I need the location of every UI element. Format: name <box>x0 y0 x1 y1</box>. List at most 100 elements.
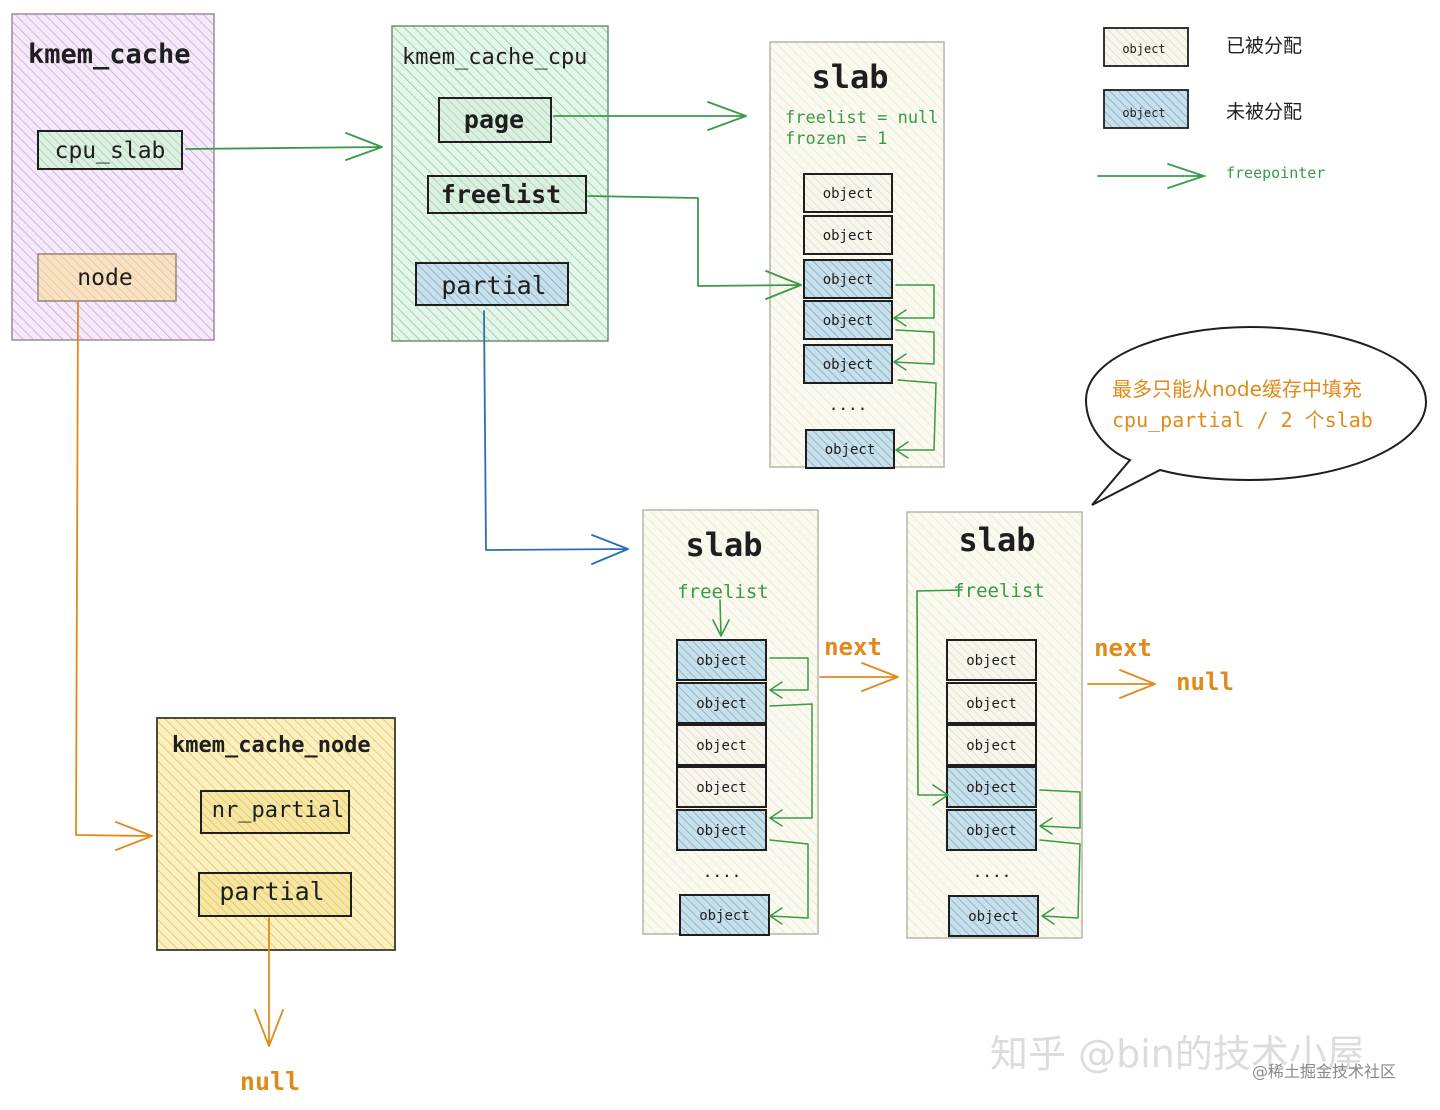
object-allocated: object <box>676 724 767 766</box>
partial-slab-2-freelist: freelist <box>953 580 1045 602</box>
object-label: object <box>699 908 750 924</box>
slab2-next-label: next <box>1094 634 1152 662</box>
cpu-slab-freelist-null: freelist = null <box>785 108 939 128</box>
slab2-null-label: null <box>1176 668 1234 696</box>
legend-free-object: object <box>1122 106 1165 120</box>
legend-allocated: object 已被分配 <box>1103 27 1302 67</box>
cpu-chain-1 <box>893 284 935 327</box>
p2-chain-1 <box>1039 789 1081 835</box>
partial-slab-1-box: slab freelist objectobjectobjectobjectob… <box>642 509 819 936</box>
object-label: object <box>966 696 1017 712</box>
p1-chain-2 <box>769 703 813 827</box>
watermark: 知乎 @bin的技术小屋 @稀土掘金技术社区 <box>990 1032 1396 1081</box>
cpu-slab-frozen: frozen = 1 <box>785 129 887 149</box>
object-free: object <box>948 895 1039 937</box>
object-label: object <box>696 738 747 754</box>
object-label: object <box>823 272 874 288</box>
object-label: object <box>696 696 747 712</box>
object-label: object <box>823 313 874 329</box>
kmem-cache-node-title: kmem_cache_node <box>172 733 371 758</box>
watermark-main: 知乎 @bin的技术小屋 <box>990 1032 1365 1076</box>
freelist-field: freelist <box>427 175 587 214</box>
object-label: object <box>823 357 874 373</box>
legend-allocated-object: object <box>1122 42 1165 56</box>
arrow-slab2-freelist <box>916 589 963 806</box>
object-allocated: object <box>803 215 893 255</box>
object-free: object <box>803 344 893 384</box>
cpu-slab-title: slab <box>811 58 888 96</box>
partial-slab-1-ellipsis: .... <box>703 862 742 881</box>
freelist-label: freelist <box>441 180 561 209</box>
object-allocated: object <box>946 724 1037 766</box>
cpu-slab-field: cpu_slab <box>37 130 183 170</box>
arrow-node-partial-to-null <box>254 917 284 1047</box>
cpu-chain-2 <box>893 329 935 371</box>
note-bubble: 最多只能从node缓存中填充 cpu_partial / 2 个slab <box>1084 325 1428 506</box>
node-label: node <box>77 265 132 291</box>
object-free: object <box>676 809 767 851</box>
partial-slab-1-title: slab <box>685 526 762 564</box>
cpu-slab-box: slab freelist = null frozen = 1 objectob… <box>769 41 945 469</box>
p2-chain-2 <box>1039 839 1081 925</box>
object-label: object <box>966 738 1017 754</box>
object-free: object <box>805 429 895 469</box>
object-free: object <box>946 809 1037 851</box>
kmem-cache-cpu-box: kmem_cache_cpu page freelist partial <box>391 25 609 342</box>
object-free: object <box>676 682 767 724</box>
watermark-sub: @稀土掘金技术社区 <box>1252 1062 1396 1081</box>
p1-chain-1 <box>769 657 809 699</box>
slab1-next-label: next <box>824 633 882 661</box>
arrow-page-to-slab <box>553 101 747 131</box>
arrow-node-to-kmem-cache-node <box>75 301 153 851</box>
object-label: object <box>696 823 747 839</box>
legend-free-label: 未被分配 <box>1226 101 1302 123</box>
object-free: object <box>679 894 770 936</box>
legend-allocated-label: 已被分配 <box>1226 35 1302 57</box>
partial-slab-2-object-list: object object object object object object <box>946 639 1039 937</box>
object-label: object <box>696 653 747 669</box>
p1-chain-3 <box>769 839 809 925</box>
arrow-slab1-next <box>819 662 899 692</box>
page-label: page <box>464 105 524 134</box>
node-partial-label: partial <box>219 877 324 906</box>
legend-free: object 未被分配 <box>1103 89 1302 129</box>
cpu-chain-3 <box>895 379 937 459</box>
cpu-slab-label: cpu_slab <box>55 138 166 164</box>
note-line-2: cpu_partial / 2 个slab <box>1112 408 1373 432</box>
legend-freepointer: freepointer <box>1097 163 1325 189</box>
kmem-cache-title: kmem_cache <box>28 39 191 70</box>
node-partial-field: partial <box>198 872 352 917</box>
page-field: page <box>438 97 552 143</box>
object-free: object <box>946 766 1037 808</box>
partial-label: partial <box>441 271 546 300</box>
object-allocated: object <box>803 173 893 213</box>
object-free: object <box>803 259 893 299</box>
cpu-slab-ellipsis: .... <box>829 395 868 414</box>
object-label: object <box>968 909 1019 925</box>
object-label: object <box>966 780 1017 796</box>
legend: object 已被分配 object 未被分配 freepointer <box>1097 27 1325 189</box>
arrow-freelist-to-object <box>587 195 802 300</box>
object-allocated: object <box>946 682 1037 724</box>
partial-slab-1-object-list: object object object object object object <box>676 639 770 936</box>
nr-partial-field: nr_partial <box>200 790 350 834</box>
object-free: object <box>676 639 767 681</box>
partial-field: partial <box>415 262 569 306</box>
arrows <box>75 101 1156 1047</box>
object-free: object <box>803 300 893 340</box>
object-label: object <box>823 228 874 244</box>
kmem-cache-node-box: kmem_cache_node nr_partial partial <box>156 717 396 951</box>
arrow-slab1-freelist <box>712 599 730 637</box>
partial-slab-1-freelist: freelist <box>677 581 769 603</box>
object-label: object <box>696 780 747 796</box>
arrow-slab2-next <box>1087 669 1156 699</box>
object-label: object <box>823 186 874 202</box>
legend-freepointer-label: freepointer <box>1226 164 1325 182</box>
partial-slab-2-box: slab freelist objectobjectobjectobjectob… <box>906 511 1083 939</box>
object-label: object <box>825 442 876 458</box>
object-allocated: object <box>946 639 1037 681</box>
cpu-slab-object-list: object object object object object object <box>803 173 895 469</box>
note-line-1: 最多只能从node缓存中填充 <box>1112 377 1362 401</box>
partial-slab-2-ellipsis: .... <box>973 862 1012 881</box>
